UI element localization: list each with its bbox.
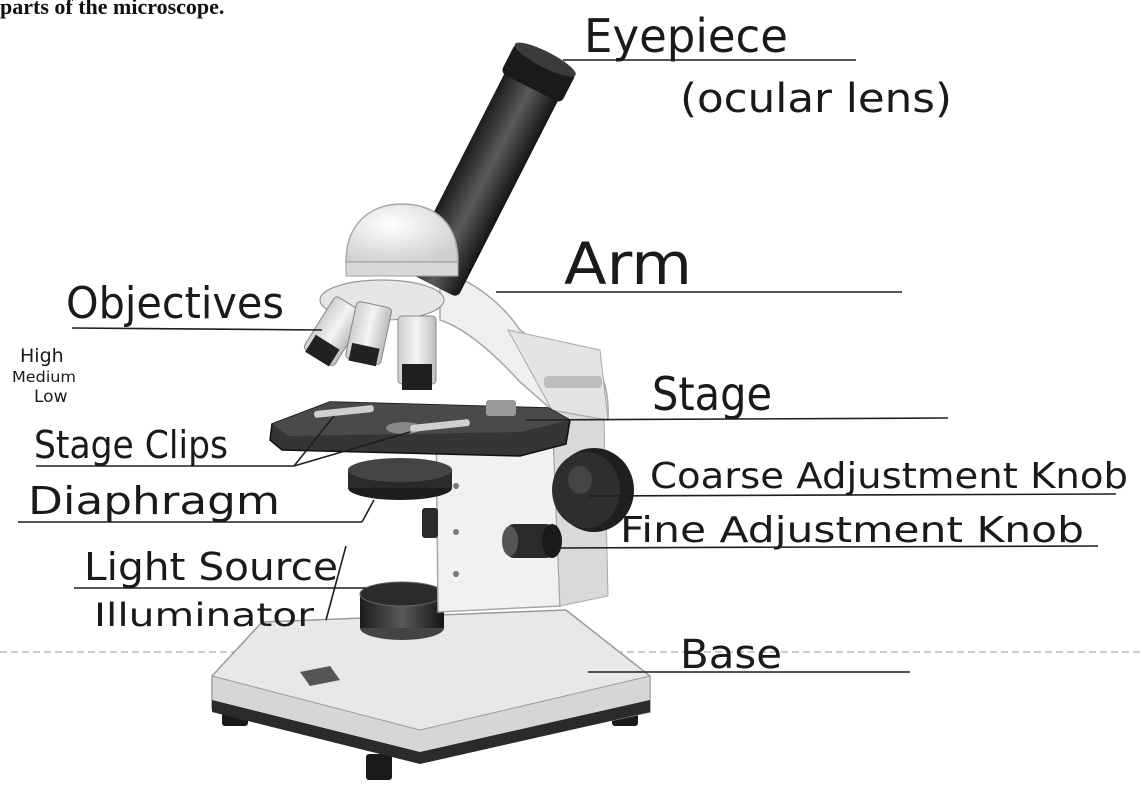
- label-illuminator: Illuminator: [94, 596, 315, 634]
- label-fine-knob: Fine Adjustment Knob: [620, 510, 1084, 551]
- label-eyepiece-sub: (ocular lens): [680, 76, 952, 122]
- label-diaphragm: Diaphragm: [28, 479, 280, 523]
- label-obj-medium: Medium: [12, 368, 76, 386]
- label-stage: Stage: [652, 367, 772, 421]
- label-light-source: Light Source: [84, 545, 338, 589]
- label-obj-high: High: [20, 345, 64, 367]
- label-stage-clips: Stage Clips: [34, 423, 228, 467]
- label-arm: Arm: [564, 230, 692, 298]
- label-eyepiece: Eyepiece: [584, 9, 788, 63]
- label-base: Base: [680, 632, 782, 678]
- microscope-illustration: [212, 37, 650, 780]
- label-obj-low: Low: [34, 387, 68, 407]
- label-coarse-knob: Coarse Adjustment Knob: [650, 456, 1128, 497]
- label-objectives: Objectives: [66, 278, 284, 329]
